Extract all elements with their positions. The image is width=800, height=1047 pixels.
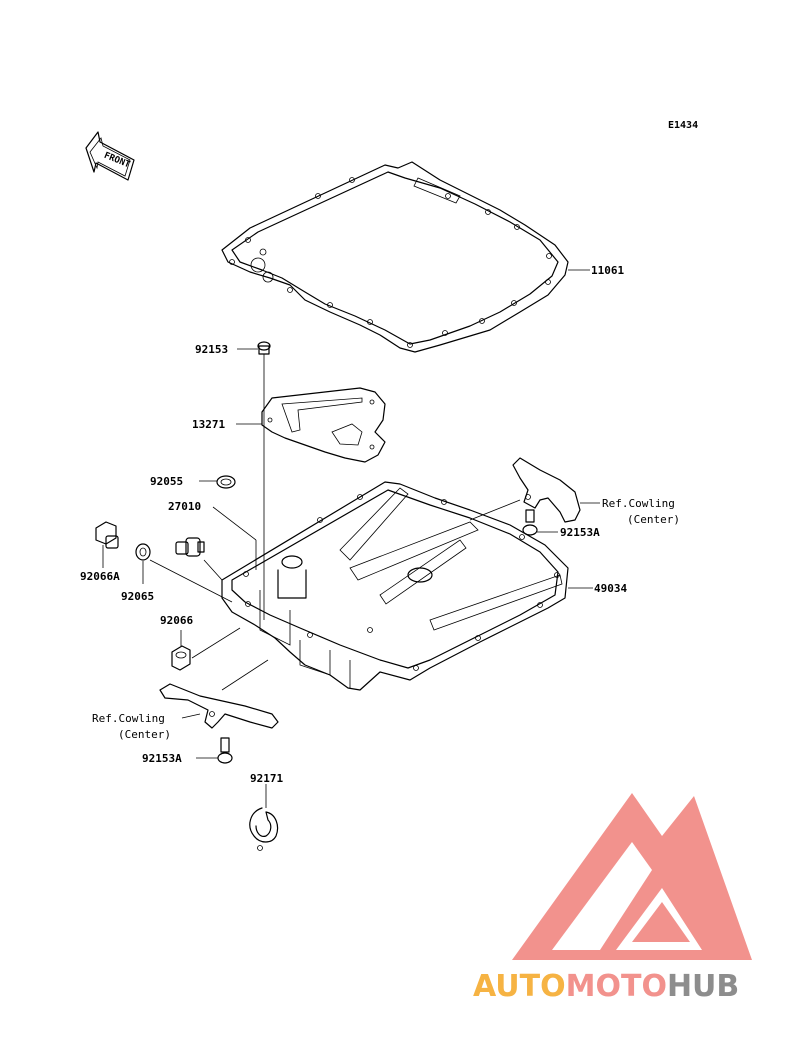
ref-left-line2: (Center) (118, 728, 171, 741)
plug-92066 (171, 645, 191, 671)
oil-pan-49034 (221, 481, 569, 691)
baffle-plate-13271 (261, 387, 386, 463)
logo-part-hub: HUB (667, 969, 739, 1004)
bolt-92153a-right (522, 509, 538, 536)
label-27010: 27010 (168, 500, 201, 513)
cowling-bracket-left (159, 683, 279, 729)
autmotohub-logo: AUTOMOTOHUB (473, 793, 752, 1004)
label-49034: 49034 (594, 582, 627, 595)
bolt-92153a-left (217, 737, 233, 764)
drain-plug-92066a (95, 521, 119, 549)
label-92066: 92066 (160, 614, 193, 627)
label-92153a-left: 92153A (142, 752, 182, 765)
gasket-11061 (221, 161, 569, 353)
o-ring-92055 (216, 475, 236, 489)
ref-right-line1: Ref.Cowling (602, 497, 675, 510)
band-92171 (249, 807, 279, 851)
washer-92065 (135, 543, 151, 561)
front-label: FRONT (102, 151, 131, 171)
label-92153-top: 92153 (195, 343, 228, 356)
label-92153a-right: 92153A (560, 526, 600, 539)
front-arrow-icon: FRONT (85, 131, 135, 181)
ref-left-line1: Ref.Cowling (92, 712, 165, 725)
cowling-bracket-right (512, 457, 581, 523)
svg-text:AUTOMOTOHUB: AUTOMOTOHUB (473, 969, 739, 1004)
label-92171: 92171 (250, 772, 283, 785)
ref-right-line2: (Center) (627, 513, 680, 526)
label-11061: 11061 (591, 264, 624, 277)
label-92066a: 92066A (80, 570, 120, 583)
label-92065: 92065 (121, 590, 154, 603)
logo-part-moto: MOTO (566, 969, 667, 1004)
logo-part-auto: AUTO (473, 969, 566, 1004)
oil-pressure-switch-27010 (175, 537, 205, 557)
label-92055: 92055 (150, 475, 183, 488)
label-13271: 13271 (192, 418, 225, 431)
bolt-92153-top (257, 341, 271, 620)
figure-id: E1434 (668, 120, 698, 131)
